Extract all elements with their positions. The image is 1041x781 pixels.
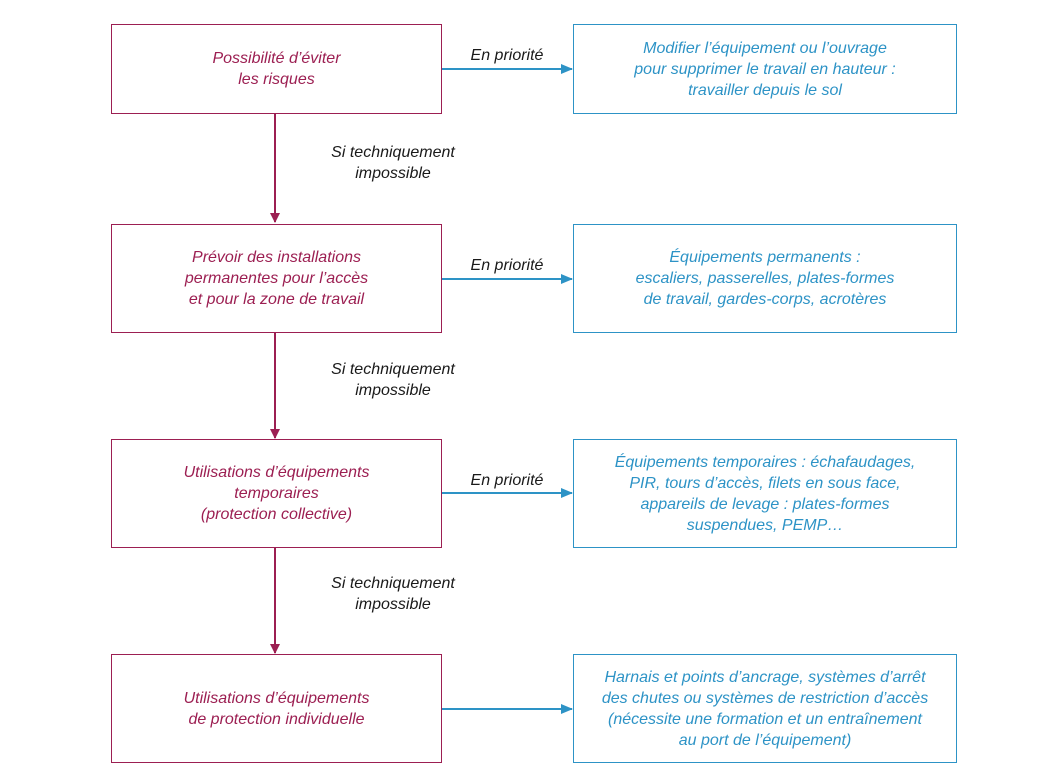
step-3-box: Utilisations d’équipements temporaires (…	[111, 439, 442, 548]
priority-label-1: En priorité	[470, 47, 544, 64]
priority-label-3: En priorité	[470, 472, 544, 489]
down-label-1: Si techniquement impossible	[331, 144, 455, 182]
outcome-4-text: Harnais et points d’ancrage, systèmes d’…	[601, 668, 929, 749]
step-1-box: Possibilité d’éviter les risques	[111, 24, 442, 114]
step-4-box: Utilisations d’équipements de protection…	[111, 654, 442, 763]
outcome-4-box: Harnais et points d’ancrage, systèmes d’…	[573, 654, 957, 763]
outcome-2-box: Équipements permanents : escaliers, pass…	[573, 224, 957, 333]
outcome-1-box: Modifier l’équipement ou l’ouvrage pour …	[573, 24, 957, 114]
step-1-text: Possibilité d’éviter les risques	[212, 50, 341, 88]
outcome-3-box: Équipements temporaires : échafaudages, …	[573, 439, 957, 548]
step-2-text: Prévoir des installations permanentes po…	[184, 249, 369, 308]
step-3-text: Utilisations d’équipements temporaires (…	[183, 464, 370, 523]
outcome-2-text: Équipements permanents : escaliers, pass…	[635, 249, 895, 308]
step-2-box: Prévoir des installations permanentes po…	[111, 224, 442, 333]
priority-label-2: En priorité	[470, 257, 544, 274]
outcome-3-text: Équipements temporaires : échafaudages, …	[614, 453, 916, 534]
outcome-1-text: Modifier l’équipement ou l’ouvrage pour …	[634, 39, 896, 99]
step-4-text: Utilisations d’équipements de protection…	[183, 689, 370, 728]
down-label-3: Si techniquement impossible	[331, 575, 455, 613]
down-label-2: Si techniquement impossible	[331, 361, 455, 399]
